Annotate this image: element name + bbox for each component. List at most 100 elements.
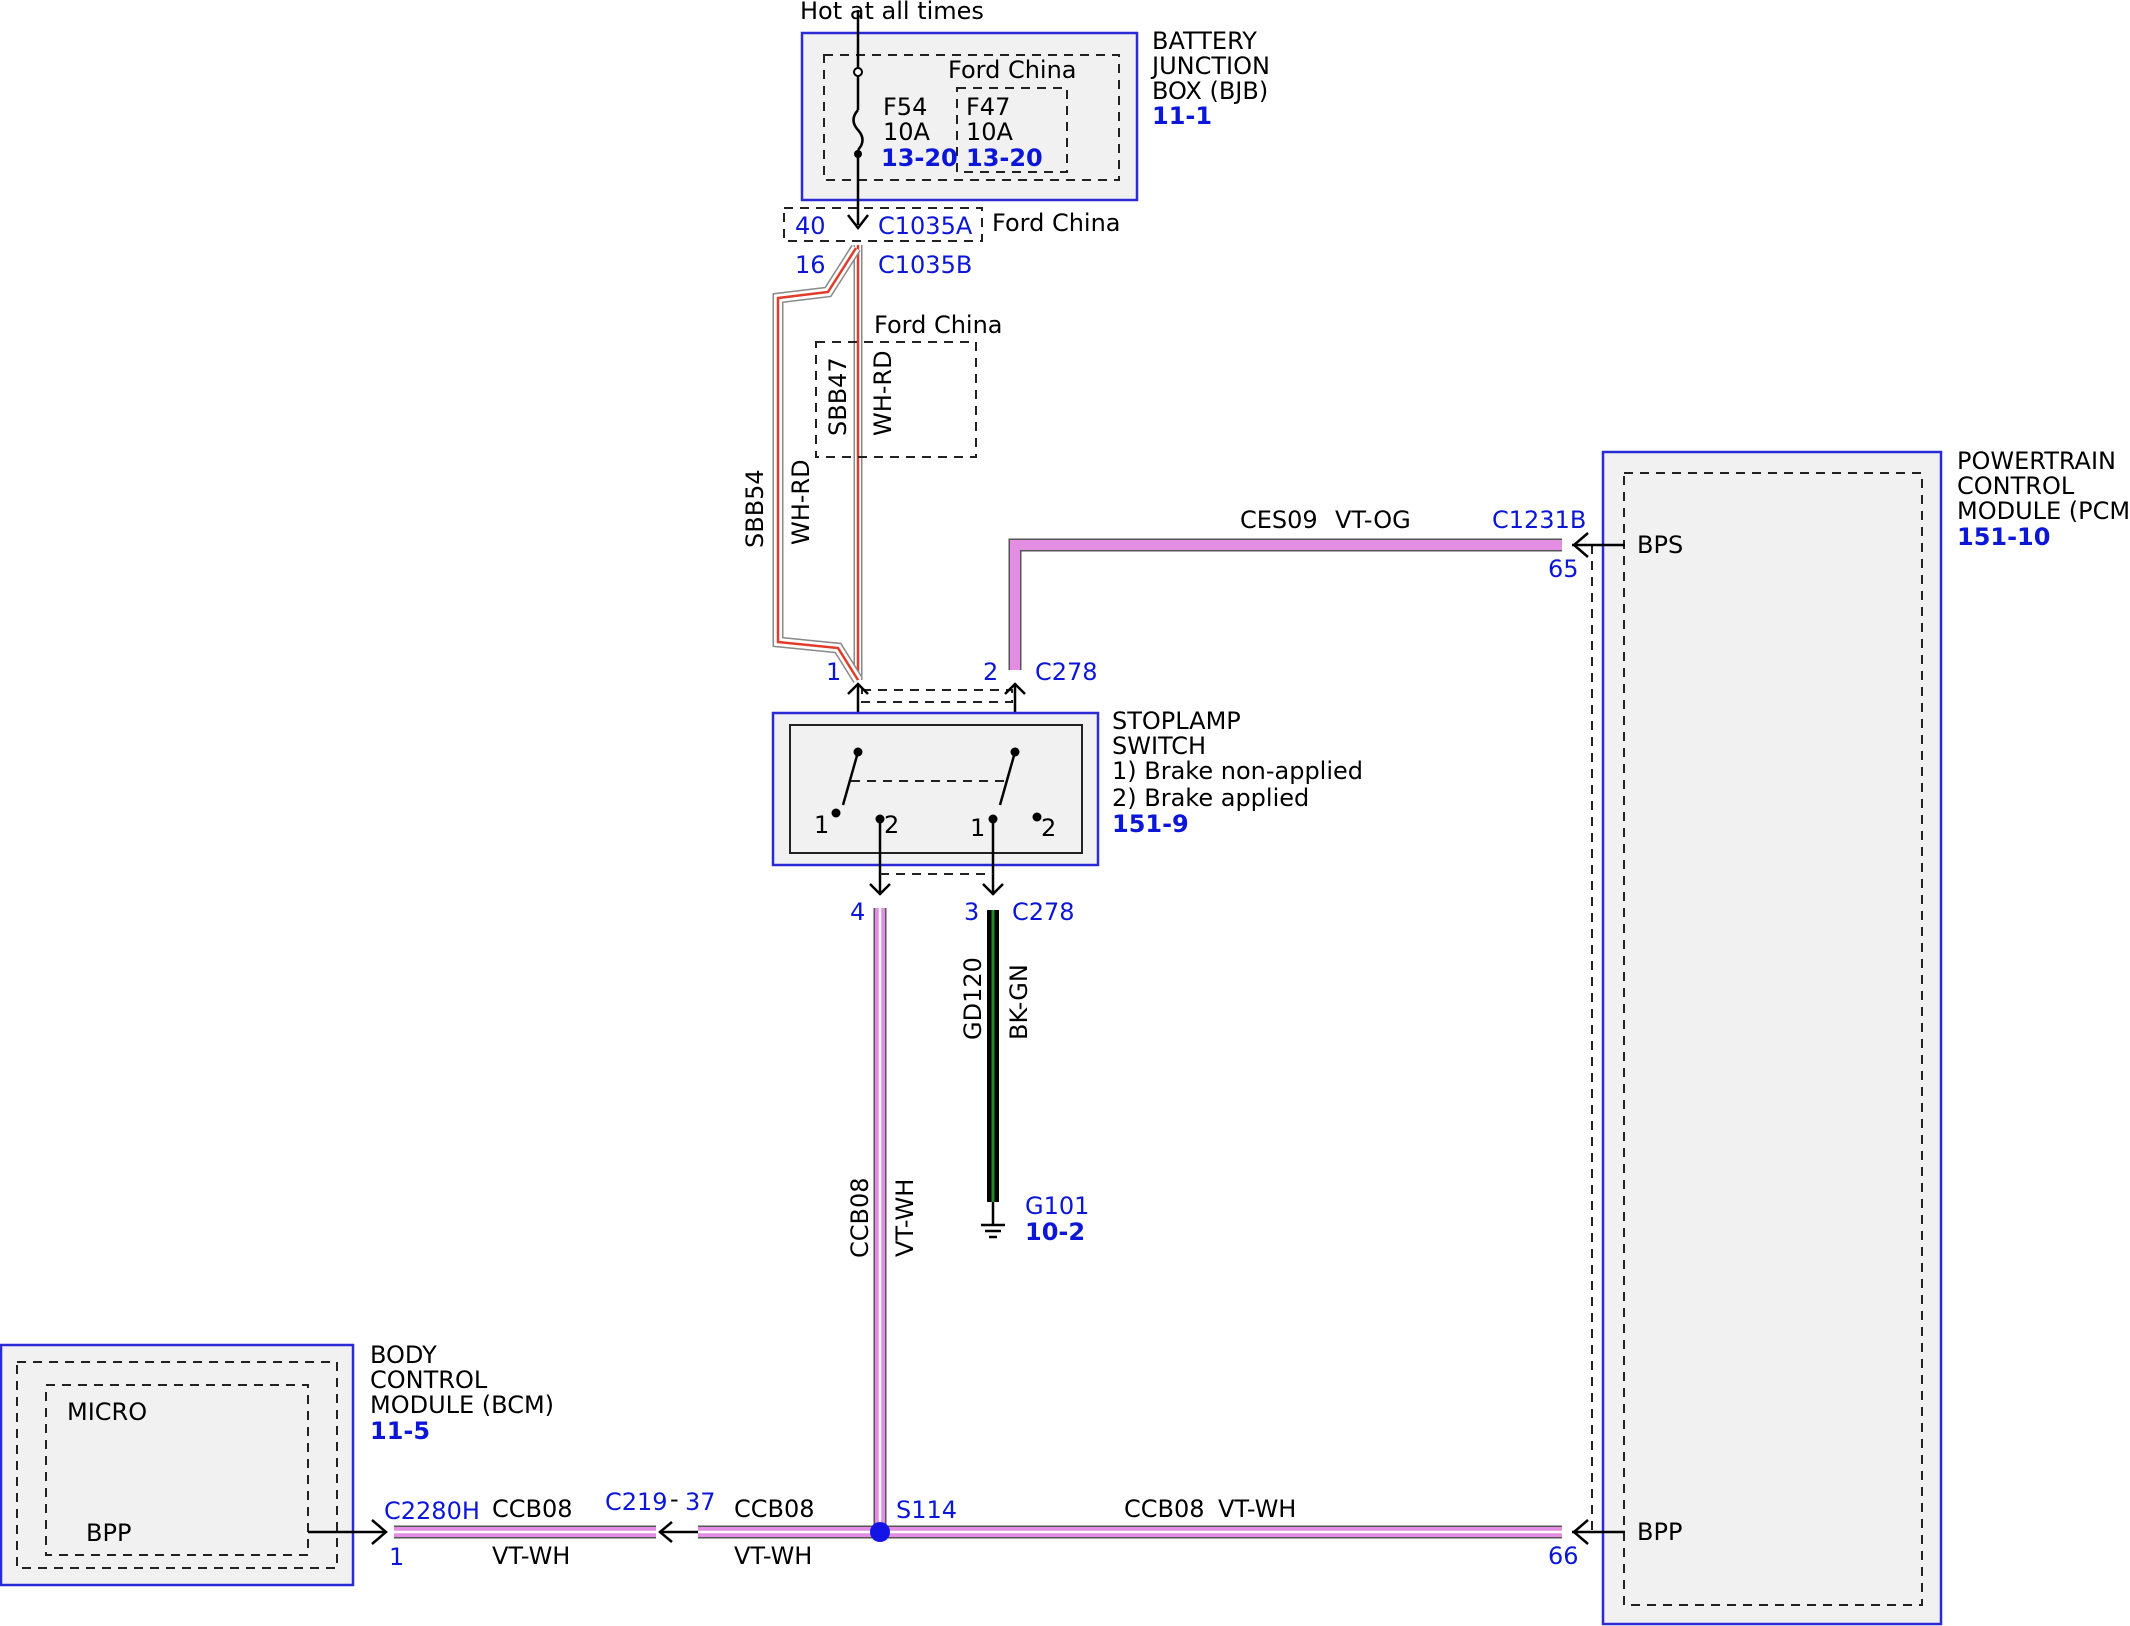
stoplamp-name-line-1: STOPLAMP bbox=[1112, 707, 1241, 735]
pcm-inner-outline bbox=[1623, 472, 1923, 1606]
c2280h-connector-icon bbox=[371, 1519, 388, 1545]
bjb-name-line-3: BOX (BJB) bbox=[1152, 77, 1268, 105]
stoplamp-name-line-2: SWITCH bbox=[1112, 732, 1206, 760]
gd120-circuit: GD120 bbox=[959, 957, 987, 1040]
switch2-blade-icon bbox=[998, 751, 1017, 806]
body-control-module: MICRO BPP C2280H 1 BODY CONTROL MODULE (… bbox=[0, 1341, 554, 1587]
bcm-name-line-1: BODY bbox=[370, 1341, 437, 1369]
ccb08-pcm-circuit: CCB08 bbox=[1124, 1495, 1205, 1523]
f47-name: F47 bbox=[966, 93, 1010, 121]
stoplamp-switch: 1 2 1 2 STOPLAMP SWITCH 1) Brake non-app… bbox=[771, 707, 1363, 895]
c219-dash: - bbox=[670, 1485, 679, 1513]
c1035a-name: C1035A bbox=[878, 212, 973, 240]
c219-name: C219 bbox=[605, 1488, 668, 1516]
pcm-outline bbox=[1601, 450, 1943, 1626]
ccb08-vertical-wire: CCB08 VT-WH bbox=[846, 908, 919, 1532]
c278-bottom-pin4: 4 bbox=[850, 898, 865, 926]
ground-ref[interactable]: 10-2 bbox=[1025, 1218, 1085, 1246]
c278-top-pin2: 2 bbox=[983, 658, 998, 686]
switch1-contact1-icon bbox=[831, 808, 841, 818]
ccb08-bcm-color: VT-WH bbox=[492, 1542, 570, 1570]
c1231b-pin66: 66 bbox=[1548, 1542, 1579, 1570]
sbb47-color: WH-RD bbox=[869, 350, 897, 436]
switch1-blade-icon bbox=[841, 751, 860, 806]
power-label: Hot at all times bbox=[800, 0, 984, 25]
sbb54-red-stripe bbox=[776, 247, 860, 681]
stoplamp-ref[interactable]: 151-9 bbox=[1112, 810, 1189, 838]
switch2-contact1-label: 1 bbox=[970, 814, 985, 842]
c278-top-pin1: 1 bbox=[826, 658, 841, 686]
f54-fuse-icon bbox=[852, 109, 864, 151]
bcm-name-line-2: CONTROL bbox=[370, 1366, 488, 1394]
bcm-outline bbox=[0, 1343, 355, 1587]
ccb08-mid-circuit: CCB08 bbox=[734, 1495, 815, 1523]
bjb-ford-china-label: Ford China bbox=[948, 56, 1077, 84]
f54-dot-icon bbox=[854, 150, 862, 158]
ground-icon bbox=[981, 1202, 1005, 1239]
c2280h-pin: 1 bbox=[389, 1543, 404, 1571]
c278-bottom-name: C278 bbox=[1012, 898, 1075, 926]
powertrain-control-module: BPS BPP C1231B 65 66 POWERTRAIN CONTROL … bbox=[1492, 447, 2130, 1626]
c278-top-name: C278 bbox=[1035, 658, 1098, 686]
bjb-name-line-2: JUNCTION bbox=[1150, 52, 1270, 80]
pcm-pin-bpp: BPP bbox=[1637, 1518, 1682, 1546]
ces09-stripe bbox=[1010, 540, 1562, 670]
pcm-pin-bps: BPS bbox=[1637, 531, 1683, 559]
bjb-ref[interactable]: 11-1 bbox=[1152, 102, 1212, 130]
c278-bottom-pin3: 3 bbox=[964, 898, 979, 926]
c1231b-pin66-icon bbox=[1572, 1519, 1589, 1545]
sbb47-circuit: SBB47 bbox=[824, 357, 852, 436]
ces09-color: VT-OG bbox=[1335, 506, 1411, 534]
ccb08-vert-circuit: CCB08 bbox=[846, 1177, 874, 1258]
c1035a-connector-icon bbox=[847, 214, 869, 231]
switch2-contact2-label: 2 bbox=[1041, 814, 1056, 842]
ccb08-mid-color: VT-WH bbox=[734, 1542, 812, 1570]
c1035-connector: 40 C1035A Ford China 16 C1035B bbox=[783, 207, 1121, 279]
stoplamp-name-line-3: 1) Brake non-applied bbox=[1112, 757, 1363, 785]
c1035b-name: C1035B bbox=[878, 251, 972, 279]
sbb54-color: WH-RD bbox=[787, 459, 815, 545]
switch1-contact2-label: 2 bbox=[884, 811, 899, 839]
sbb47-ford-china-box bbox=[815, 341, 977, 458]
c219-pin: 37 bbox=[685, 1488, 716, 1516]
bcm-inner-outline bbox=[16, 1361, 338, 1569]
f47-rating: 10A bbox=[966, 118, 1014, 146]
c278-top-dash bbox=[861, 689, 1013, 703]
bcm-name-line-3: MODULE (BCM) bbox=[370, 1391, 554, 1419]
sbb54-circuit: SBB54 bbox=[741, 469, 769, 548]
c278-bottom-connector: 4 3 C278 bbox=[850, 873, 1075, 926]
f47-ref[interactable]: 13-20 bbox=[966, 144, 1043, 172]
f54-terminal-icon bbox=[853, 67, 863, 77]
c1035a-outline bbox=[783, 207, 983, 242]
bjb-inner-outline bbox=[823, 54, 1120, 181]
wh-rd-wires: Ford China SBB47 WH-RD SBB54 WH-RD bbox=[741, 245, 1003, 683]
switch1-contact1-label: 1 bbox=[814, 811, 829, 839]
stoplamp-inner bbox=[789, 724, 1083, 854]
sbb54-wire bbox=[772, 245, 863, 683]
c2280h-name: C2280H bbox=[384, 1497, 480, 1525]
ground-name: G101 bbox=[1025, 1192, 1089, 1220]
c278-top-connector: 1 2 C278 bbox=[826, 658, 1098, 752]
splice-name: S114 bbox=[896, 1496, 957, 1524]
c1231b-pin65: 65 bbox=[1548, 555, 1579, 583]
bcm-pin-bpp: BPP bbox=[86, 1519, 131, 1547]
f54-rating: 10A bbox=[883, 118, 931, 146]
bcm-ref[interactable]: 11-5 bbox=[370, 1417, 430, 1445]
stoplamp-name-line-4: 2) Brake applied bbox=[1112, 784, 1309, 812]
f47-fuse-box bbox=[956, 87, 1068, 173]
ccb08-bcm-circuit: CCB08 bbox=[492, 1495, 573, 1523]
ces09-wire: CES09 VT-OG bbox=[1008, 506, 1562, 670]
f54-name: F54 bbox=[883, 93, 927, 121]
f54-ref[interactable]: 13-20 bbox=[881, 144, 958, 172]
pcm-name-line-3: MODULE (PCM) bbox=[1957, 497, 2130, 525]
bcm-micro-outline bbox=[45, 1384, 309, 1556]
c278-bottom-pin3-icon bbox=[982, 883, 1004, 896]
c1035a-note: Ford China bbox=[992, 209, 1121, 237]
gd120-wire: GD120 BK-GN G101 10-2 bbox=[959, 910, 1089, 1246]
pcm-name-line-1: POWERTRAIN bbox=[1957, 447, 2116, 475]
ccb08-pcm-color: VT-WH bbox=[1218, 1495, 1296, 1523]
ccb08-vert-color: VT-WH bbox=[891, 1179, 919, 1257]
c1231b-pin65-icon bbox=[1572, 532, 1589, 558]
pcm-ref[interactable]: 151-10 bbox=[1957, 523, 2050, 551]
